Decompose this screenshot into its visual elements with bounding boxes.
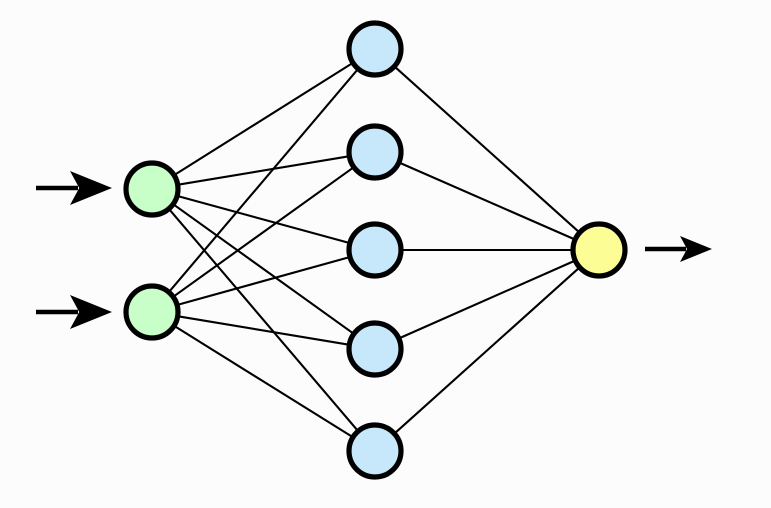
hidden-node-3[interactable] (346, 221, 404, 279)
hidden-node-5[interactable] (346, 422, 404, 480)
input-arrow-1 (36, 171, 112, 205)
edge-in-1-to-h-3 (175, 194, 352, 245)
hidden-node-1[interactable] (346, 20, 404, 78)
output-arrow-1 (645, 236, 712, 262)
input-node-2[interactable] (123, 283, 181, 341)
hidden-node-4[interactable] (346, 320, 404, 378)
edge-in-2-to-h-1 (167, 67, 360, 294)
input-arrow-2-head (70, 295, 112, 329)
edge-h-2-to-out-1 (396, 160, 578, 242)
edge-in-1-to-h-4 (171, 202, 356, 336)
edge-in-1-to-h-1 (172, 61, 355, 177)
edge-h-4-to-out-1 (396, 259, 578, 340)
edge-in-1-to-h-5 (167, 206, 360, 434)
node-group (123, 20, 628, 480)
edge-in-2-to-h-5 (172, 324, 355, 439)
edge-in-2-to-h-3 (175, 255, 352, 307)
output-arrow-1-head (680, 236, 712, 262)
edge-in-1-to-h-2 (175, 155, 352, 186)
edge-in-2-to-h-2 (171, 165, 356, 299)
edge-group (167, 61, 582, 439)
input-arrow-2 (36, 295, 112, 329)
edge-in-2-to-h-4 (175, 315, 352, 346)
edge-h-1-to-out-1 (392, 64, 582, 235)
output-node-1[interactable] (570, 221, 628, 279)
hidden-node-2[interactable] (346, 123, 404, 181)
input-node-1[interactable] (123, 160, 181, 218)
arrow-group (36, 171, 712, 329)
edge-h-5-to-out-1 (392, 265, 582, 436)
input-arrow-1-head (70, 171, 112, 205)
